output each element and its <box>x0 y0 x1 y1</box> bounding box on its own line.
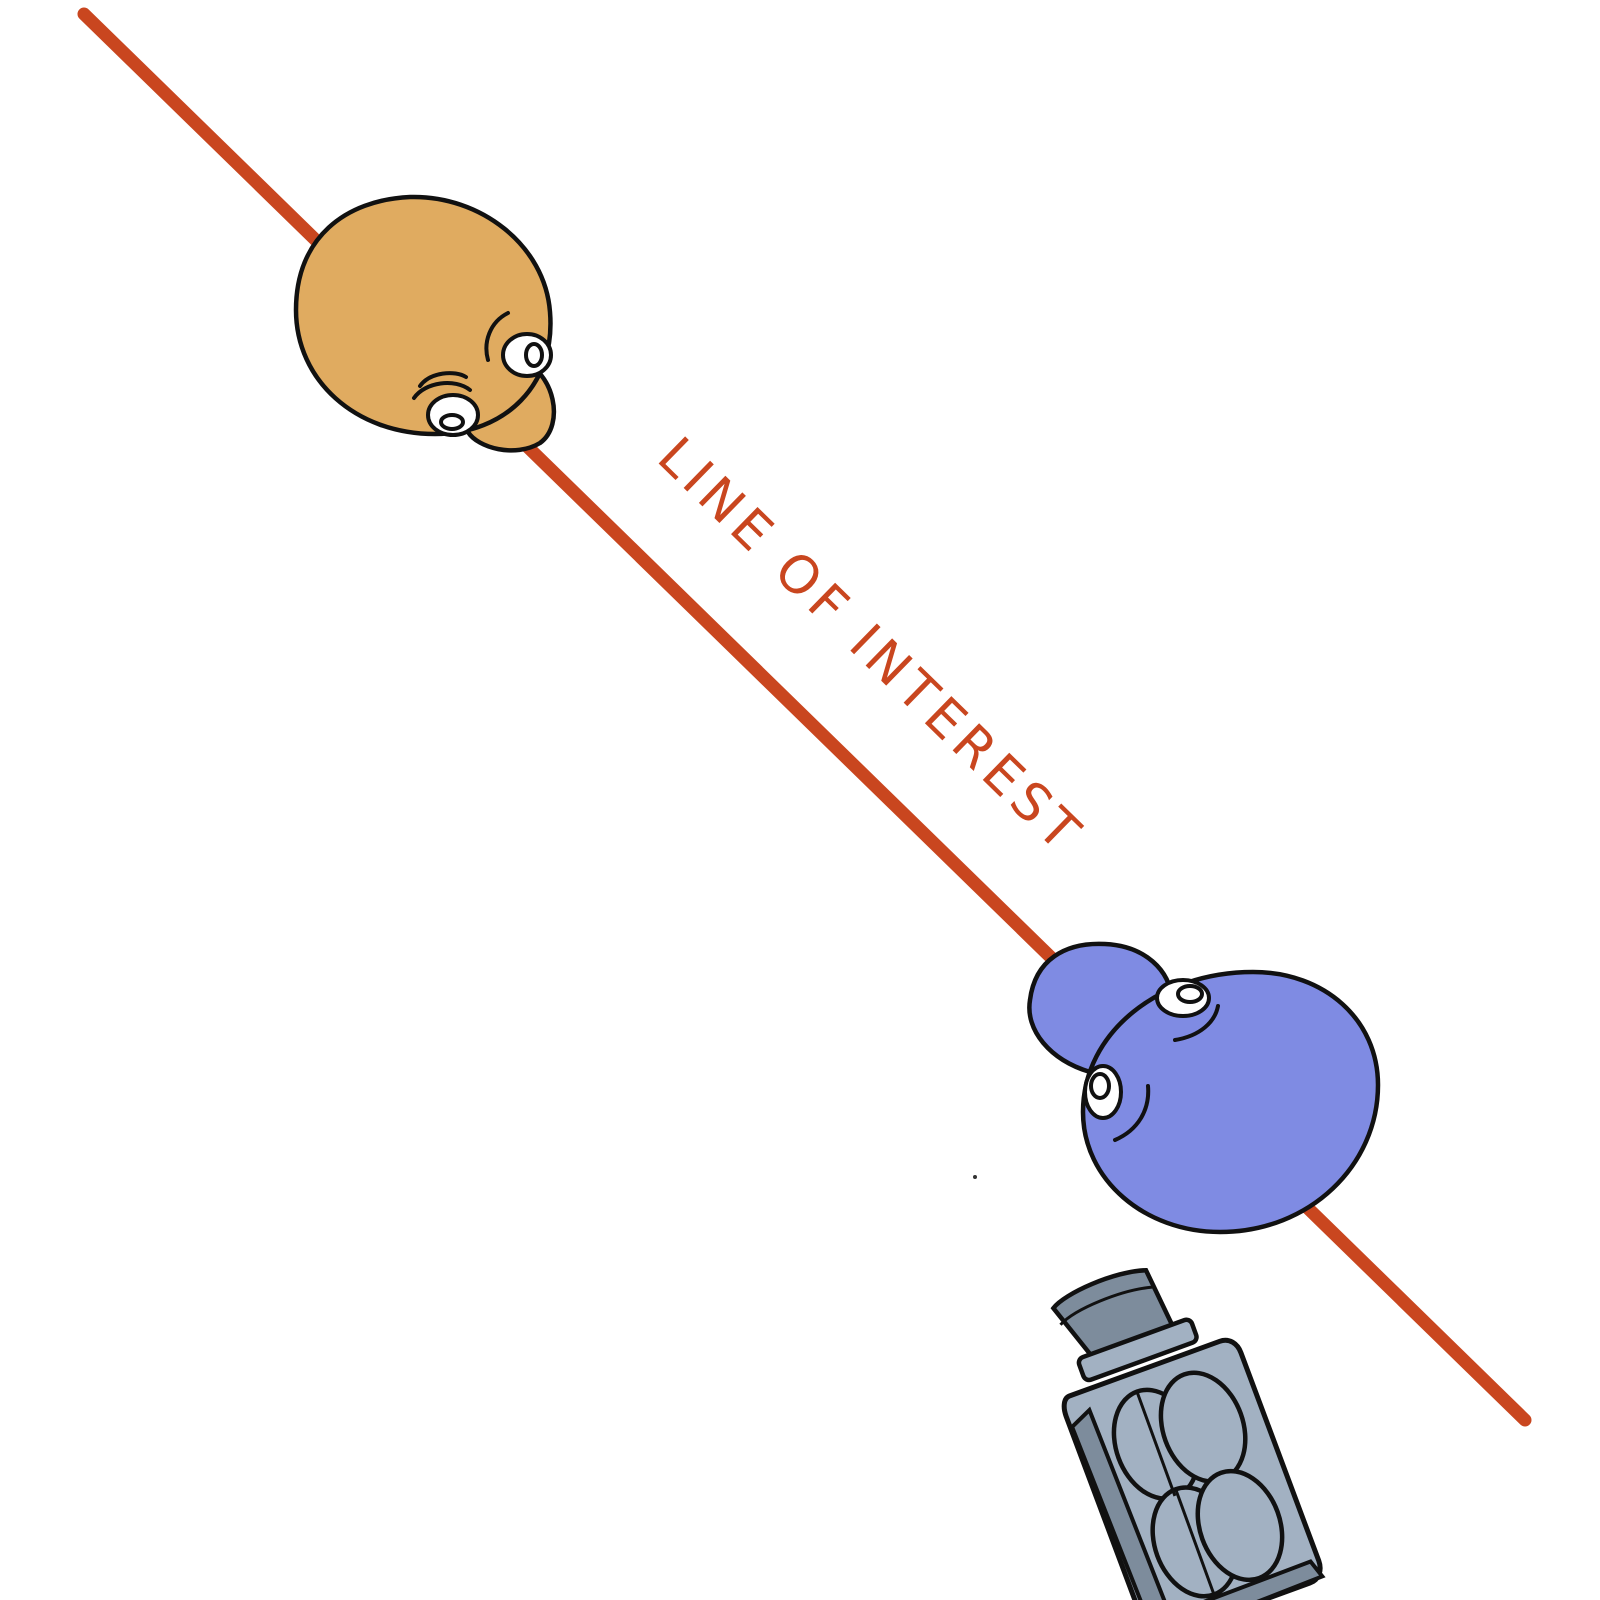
person-right-eye-lower <box>1083 1064 1151 1142</box>
stray-mark <box>973 1175 977 1179</box>
camera-reels <box>1111 1370 1285 1599</box>
person-left-eye-upper <box>484 311 553 378</box>
person-right <box>1027 941 1381 1235</box>
person-right-eye-upper <box>1155 978 1220 1042</box>
camera-icon <box>1050 1267 1326 1600</box>
person-right-nose <box>1027 941 1175 1075</box>
line-of-interest-label: LINE OF INTEREST <box>646 426 1095 866</box>
person-left-head <box>293 194 553 437</box>
person-right-head <box>1080 969 1381 1235</box>
person-left <box>293 194 556 453</box>
person-left-eye-lower <box>412 371 480 437</box>
